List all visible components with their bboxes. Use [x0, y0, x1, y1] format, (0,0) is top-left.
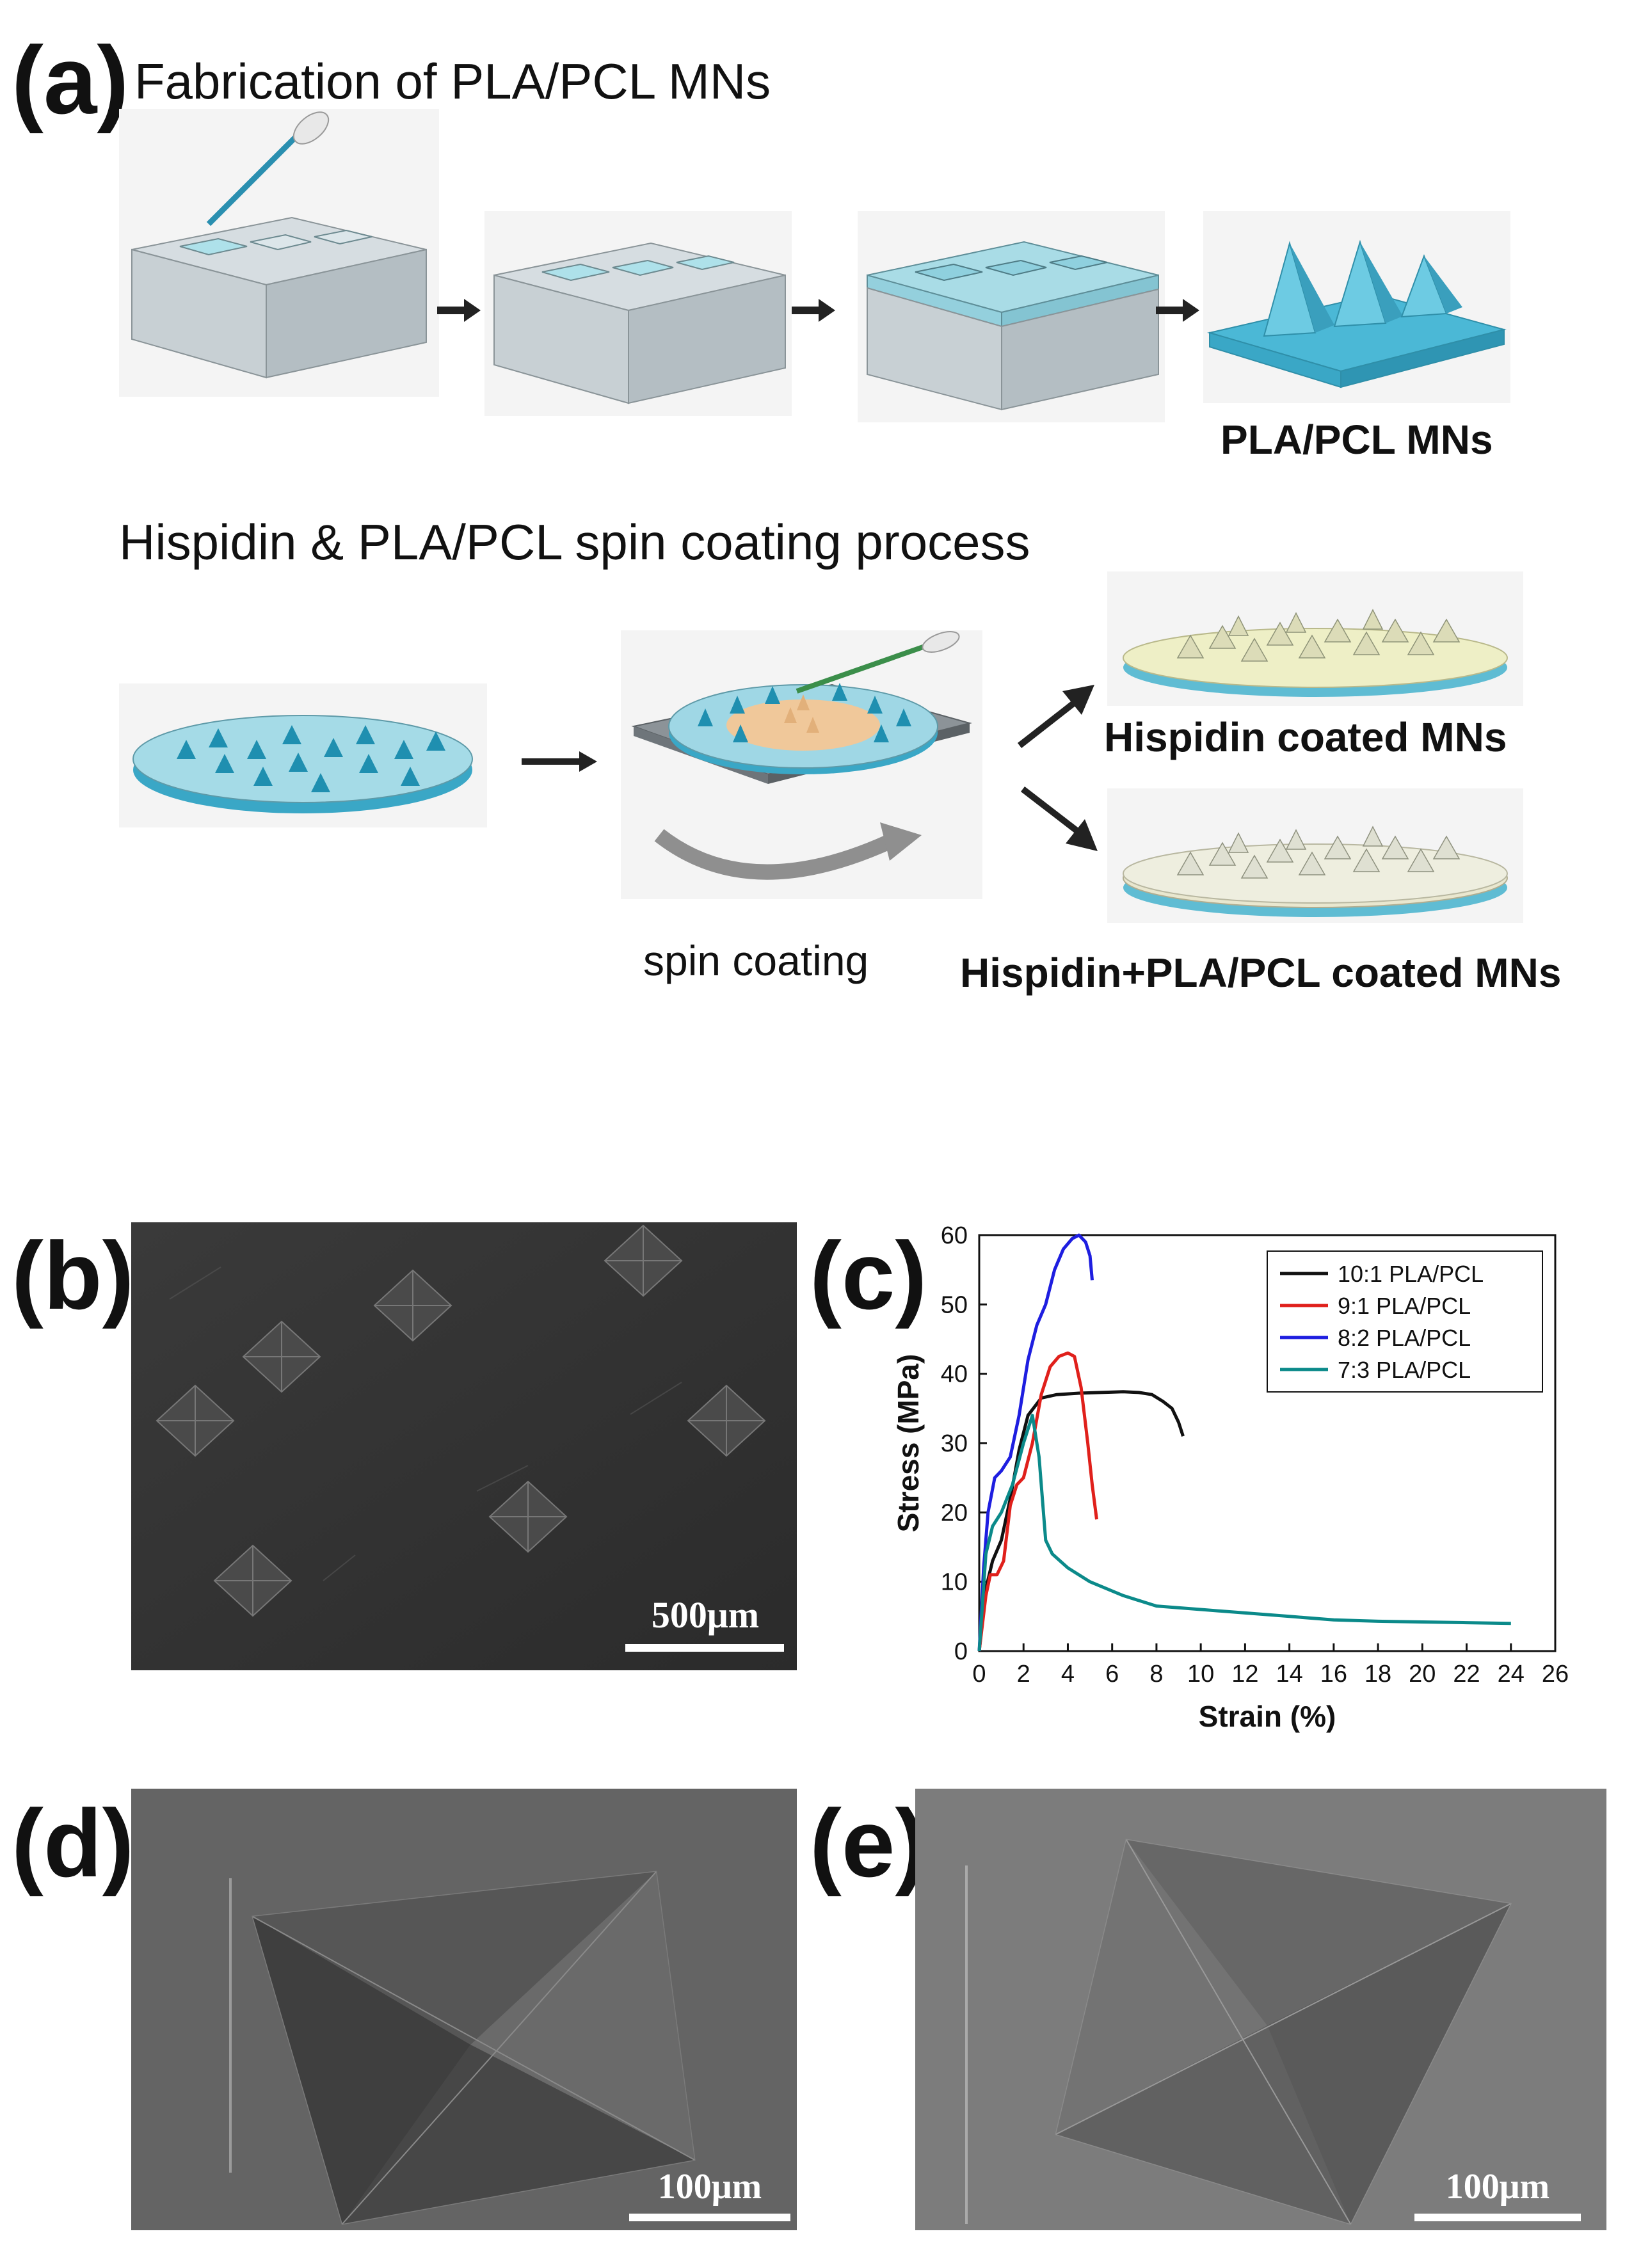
- arrow-up-right-icon: [1017, 685, 1094, 748]
- series-line: [977, 1414, 1511, 1652]
- y-tick-label: 50: [941, 1291, 968, 1318]
- legend-entry: 9:1 PLA/PCL: [1338, 1293, 1471, 1319]
- x-tick-label: 6: [1105, 1661, 1119, 1688]
- panel-e-label: (e): [810, 1789, 927, 1897]
- arrow-right-icon: [792, 299, 835, 322]
- scale-bar-label: 500μm: [652, 1594, 759, 1636]
- x-tick-label: 2: [1017, 1661, 1030, 1688]
- arrow-right-icon: [1156, 299, 1199, 322]
- hispidin-pla-pcl-coated-label: Hispidin+PLA/PCL coated MNs: [960, 950, 1562, 996]
- sem-image-coated-mn: 100μm: [915, 1789, 1606, 2230]
- arrow-right-icon: [522, 751, 597, 772]
- scale-bar-label: 100μm: [658, 2167, 762, 2207]
- series-line: [977, 1233, 1094, 1652]
- x-tick-label: 22: [1453, 1661, 1480, 1688]
- x-tick-label: 10: [1187, 1661, 1214, 1688]
- sem-image-mn-array: 500μm: [131, 1222, 797, 1670]
- scale-bar-label: 100μm: [1446, 2167, 1549, 2207]
- microneedle-patch: [1203, 211, 1510, 403]
- y-tick-label: 30: [941, 1430, 968, 1457]
- panel-a-label: (a): [12, 26, 129, 134]
- series-line: [977, 1351, 1098, 1652]
- x-tick-label: 4: [1061, 1661, 1075, 1688]
- x-tick-label: 16: [1320, 1661, 1347, 1688]
- spin-coating-title: Hispidin & PLA/PCL spin coating process: [119, 514, 1030, 570]
- hispidin-pla-pcl-coated-mns: [1107, 788, 1523, 923]
- x-tick-label: 0: [972, 1661, 986, 1688]
- x-axis-label: Strain (%): [1199, 1700, 1336, 1733]
- y-tick-label: 60: [941, 1222, 968, 1249]
- x-tick-label: 20: [1409, 1661, 1436, 1688]
- panel-d-label: (d): [12, 1789, 134, 1897]
- mn-disc: [119, 683, 487, 827]
- x-tick-label: 12: [1231, 1661, 1258, 1688]
- legend-entry: 10:1 PLA/PCL: [1338, 1261, 1484, 1287]
- y-tick-label: 0: [954, 1638, 968, 1665]
- y-tick-label: 10: [941, 1569, 968, 1596]
- x-tick-label: 24: [1498, 1661, 1525, 1688]
- y-axis-label: Stress (MPa): [892, 1354, 925, 1533]
- hispidin-coated-mns: [1107, 571, 1523, 706]
- spin-coater: [621, 630, 982, 899]
- sem-image-single-mn: 100μm: [131, 1789, 797, 2230]
- series-line: [977, 1390, 1185, 1652]
- y-tick-label: 20: [941, 1499, 968, 1526]
- fabrication-title: Fabrication of PLA/PCL MNs: [134, 53, 771, 109]
- mold-with-pipette: [119, 109, 439, 397]
- pla-pcl-mns-label: PLA/PCL MNs: [1221, 417, 1493, 463]
- mold-filled: [484, 211, 792, 416]
- arrow-down-right-icon: [1020, 787, 1098, 851]
- mold-coated: [858, 211, 1165, 422]
- y-tick-label: 40: [941, 1361, 968, 1388]
- legend-entry: 7:3 PLA/PCL: [1338, 1357, 1471, 1383]
- x-tick-label: 18: [1365, 1661, 1391, 1688]
- x-tick-label: 14: [1276, 1661, 1302, 1688]
- spin-coating-label: spin coating: [643, 937, 869, 984]
- x-tick-label: 8: [1149, 1661, 1163, 1688]
- x-tick-label: 26: [1542, 1661, 1569, 1688]
- panel-b-label: (b): [12, 1222, 134, 1329]
- panel-c-label: (c): [810, 1222, 927, 1329]
- legend-entry: 8:2 PLA/PCL: [1338, 1325, 1471, 1351]
- arrow-right-icon: [437, 299, 481, 322]
- hispidin-coated-label: Hispidin coated MNs: [1104, 714, 1507, 760]
- sem-pyramid: [156, 1224, 766, 1617]
